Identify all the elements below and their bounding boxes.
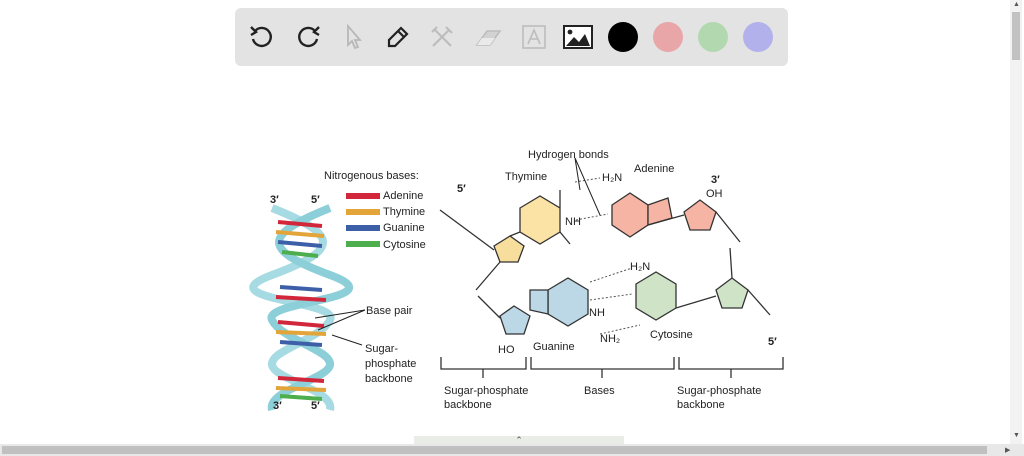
bracket-label: backbone (677, 399, 725, 411)
thymine-label: Thymine (505, 171, 547, 183)
oh-label: OH (706, 188, 723, 200)
helix-label: 5′ (311, 194, 320, 206)
double-helix (249, 204, 354, 411)
expand-panel-handle[interactable]: ⌃ (414, 435, 624, 445)
vertical-scroll-thumb[interactable] (1012, 12, 1020, 60)
helix-label: 3′ (273, 400, 282, 412)
undo-icon[interactable] (245, 20, 279, 54)
backbone-label: backbone (365, 373, 413, 385)
h2n-label: H₂N (602, 172, 622, 184)
bracket-label: Sugar-phosphate (444, 385, 528, 397)
color-swatch-red[interactable] (653, 22, 683, 52)
scroll-up-icon[interactable]: ▲ (1013, 1, 1020, 8)
backbone-label: phosphate (365, 358, 416, 370)
helix-label: 5′ (311, 400, 320, 412)
text-icon[interactable] (517, 20, 551, 54)
legend-label: Guanine (383, 222, 425, 234)
ho-label: HO (498, 344, 515, 356)
drawing-toolbar (235, 8, 788, 66)
legend-label: Thymine (383, 206, 425, 218)
nh-label: NH (589, 307, 605, 319)
bracket-label: Sugar-phosphate (677, 385, 761, 397)
legend-label: Cytosine (383, 239, 426, 251)
eraser-icon[interactable] (471, 20, 505, 54)
five-prime-label: 5′ (457, 183, 466, 195)
legend-title: Nitrogenous bases: (324, 170, 419, 182)
nh-label: NH (565, 216, 581, 228)
helix-label: 3′ (270, 194, 279, 206)
backbone-label: Sugar- (365, 343, 398, 355)
hydrogen-bonds-label: Hydrogen bonds (528, 149, 609, 161)
vertical-scrollbar[interactable]: ▲ ▼ (1010, 0, 1022, 444)
scroll-right-icon[interactable]: ▶ (1005, 447, 1011, 454)
horizontal-scroll-thumb[interactable] (2, 446, 987, 454)
five-prime-label: 5′ (768, 336, 777, 348)
select-icon[interactable] (337, 20, 371, 54)
horizontal-scrollbar[interactable]: ▶ (0, 444, 1024, 456)
bracket-label: Bases (584, 385, 615, 397)
three-prime-label: 3′ (711, 174, 720, 186)
cytosine-label: Cytosine (650, 329, 693, 341)
legend-label: Adenine (383, 190, 423, 202)
color-swatch-green[interactable] (698, 22, 728, 52)
image-icon[interactable] (561, 20, 595, 54)
pencil-icon[interactable] (381, 20, 415, 54)
redo-icon[interactable] (291, 20, 325, 54)
scroll-down-icon[interactable]: ▼ (1013, 432, 1020, 439)
molecular-structure (439, 190, 771, 335)
nh2-label: NH₂ (600, 333, 620, 345)
base-pair-label: Base pair (366, 305, 413, 317)
legend: Adenine Thymine Guanine Cytosine (346, 190, 426, 251)
h2n-label: H₂N (630, 261, 650, 273)
chevron-up-icon: ⌃ (515, 435, 523, 445)
tools-icon[interactable] (425, 20, 459, 54)
color-swatch-black[interactable] (608, 22, 638, 52)
bracket-label: backbone (444, 399, 492, 411)
color-swatch-blue[interactable] (743, 22, 773, 52)
adenine-label: Adenine (634, 163, 674, 175)
guanine-label: Guanine (533, 341, 575, 353)
